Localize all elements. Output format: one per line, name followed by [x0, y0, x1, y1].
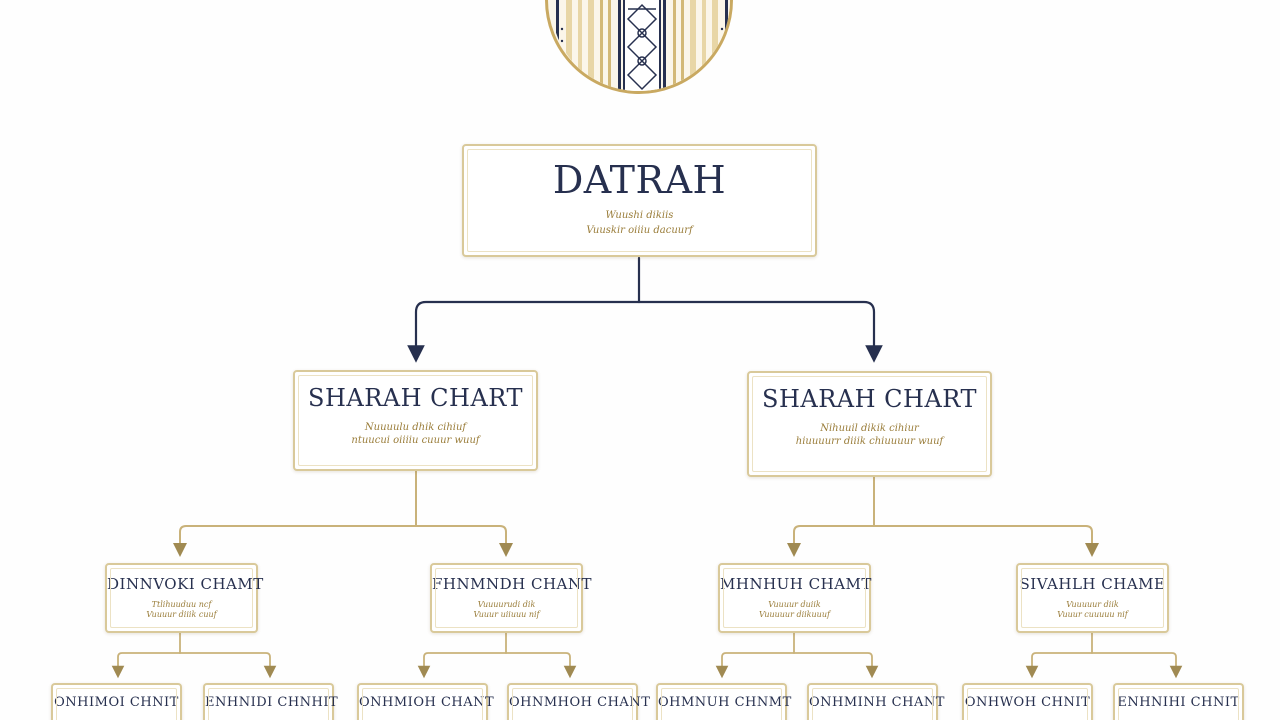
level3-node-title: ONHWOH CHNIT — [964, 695, 1091, 710]
level3-node-5: OHMNUH CHNMT — [656, 683, 792, 720]
level2-node-1: DINNVOKI CHAMT Ttlihuuduu ncf Vuuuur dii… — [105, 563, 264, 633]
level1-node-subtitle: Nihuuil dikik cihiur — [820, 423, 919, 434]
level2-node-title: FHNMNDH CHANT — [432, 575, 592, 593]
level2-node-title: MHNHUH CHAMT — [720, 575, 872, 593]
level3-node-title: ONHIMOI CHNIT — [54, 695, 179, 710]
level3-node-title: ONHMIOH CHANT — [359, 695, 495, 710]
root-node: DATRAH Wuushi dikiis Vuuskir oiiiu dacuu… — [462, 144, 817, 257]
level1-node-title: SHARAH CHART — [308, 384, 523, 412]
level2-node-subtitle: Vuuuuur diik — [1066, 600, 1119, 609]
level3-node-4: OHNMHOH CHANT — [507, 683, 651, 720]
level2-node-3: MHNHUH CHAMT Vuuuur duiik Vuuuuur diikuu… — [718, 563, 871, 633]
connector-root-right — [637, 300, 883, 363]
level2-node-subtitle: Vuuuur diiik cuuf — [146, 610, 217, 619]
level2-node-subtitle: Vuuuur duiik — [768, 600, 821, 609]
level2-node-subtitle: Vuuuuur diikuuuf — [759, 610, 830, 619]
level3-node-title: ONHMINH CHANT — [809, 695, 945, 710]
level2-node-2: FHNMNDH CHANT Vuuuurudi dik Vuuur uiiuuu… — [430, 563, 592, 633]
level2-node-subtitle: Ttlihuuduu ncf — [151, 600, 212, 609]
level3-node-title: OHMNUH CHNMT — [658, 695, 792, 710]
level3-node-2: ENHNIDI CHNHIT — [203, 683, 339, 720]
root-node-title: DATRAH — [552, 158, 727, 202]
connector-root-left — [407, 300, 641, 363]
level3-node-8: ENHNIHI CHNIT — [1113, 683, 1244, 720]
level2-node-subtitle: Vuuuurudi dik — [477, 600, 536, 609]
root-node-subtitle-1: Wuushi dikiis — [605, 210, 674, 221]
level2-node-subtitle: Vuuur uiiuuu nif — [473, 610, 540, 619]
level3-node-title: ENHNIDI CHNHIT — [205, 695, 339, 710]
level3-node-title: ENHNIHI CHNIT — [1117, 695, 1240, 710]
emblem-logo — [545, 0, 733, 94]
level2-node-title: SIVAHLH CHAME — [1019, 575, 1166, 593]
level1-node-subtitle: ntuucui oiiiiu cuuur wuuf — [351, 435, 480, 446]
level1-node-left: SHARAH CHART Nuuuulu dhik cihiuf ntuucui… — [293, 370, 538, 471]
level3-node-6: ONHMINH CHANT — [807, 683, 945, 720]
level3-node-3: ONHMIOH CHANT — [357, 683, 495, 720]
level2-node-title: DINNVOKI CHAMT — [107, 575, 264, 593]
level1-node-subtitle: Nuuuulu dhik cihiuf — [364, 422, 467, 433]
level3-node-7: ONHWOH CHNIT — [962, 683, 1093, 720]
level1-node-right: SHARAH CHART Nihuuil dikik cihiur hiuuuu… — [747, 371, 992, 477]
root-node-subtitle-2: Vuuskir oiiiu dacuurf — [586, 225, 693, 236]
level3-node-title: OHNMHOH CHANT — [509, 695, 651, 710]
emblem-pattern-icon — [551, 0, 730, 91]
level2-node-subtitle: Vuuur cuuuuu nif — [1057, 610, 1128, 619]
level3-node-1: ONHIMOI CHNIT — [51, 683, 182, 720]
level1-node-subtitle: hiuuuurr diiik chiuuuur wuuf — [795, 436, 944, 447]
level2-node-4: SIVAHLH CHAME Vuuuuur diik Vuuur cuuuuu … — [1016, 563, 1169, 633]
level1-node-title: SHARAH CHART — [762, 385, 977, 413]
